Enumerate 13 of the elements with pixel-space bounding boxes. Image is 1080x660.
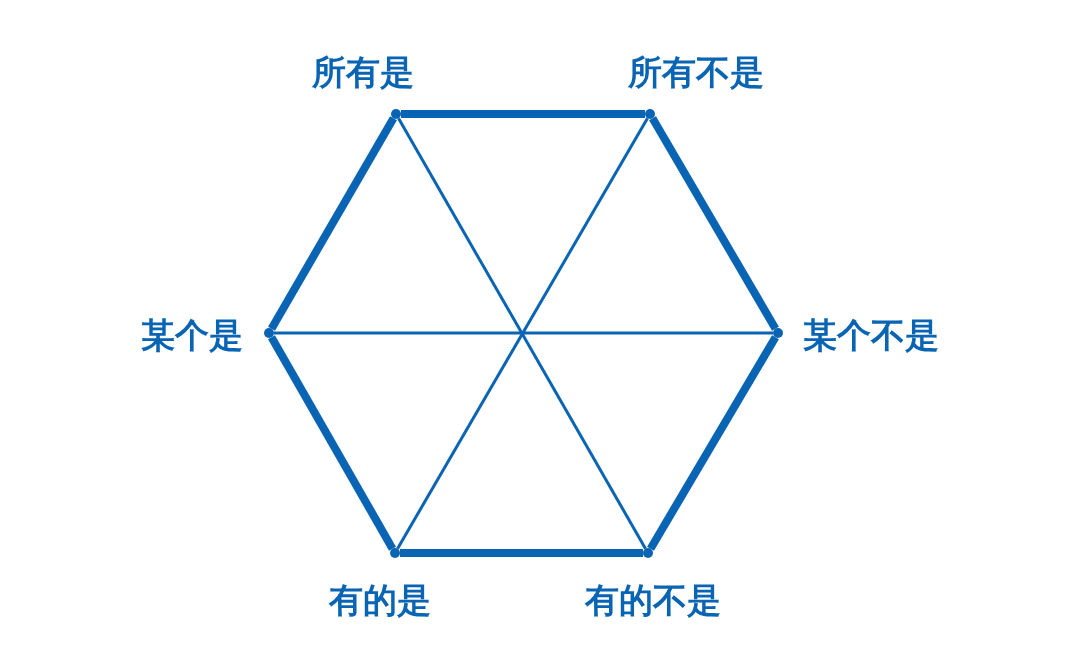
hexagon-side	[268, 116, 397, 331]
vertex-label: 所有是	[312, 51, 414, 93]
diagonal-line	[274, 331, 773, 335]
vertex-label: 所有不是	[628, 51, 764, 93]
vertex-label: 某个不是	[803, 314, 939, 356]
vertex-label: 某个是	[141, 314, 243, 356]
hexagon-side	[400, 549, 643, 557]
hexagon-side	[649, 116, 779, 331]
hexagon-side	[268, 335, 396, 551]
hexagon-side	[647, 335, 779, 551]
vertex-label: 有的不是	[585, 579, 721, 621]
hexagon-side	[401, 110, 645, 118]
vertex-label: 有的是	[329, 579, 431, 621]
